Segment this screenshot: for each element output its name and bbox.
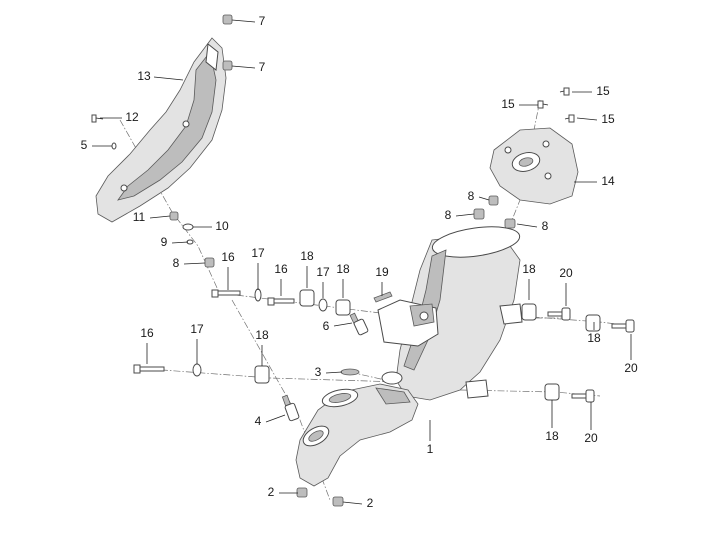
washer-17c	[192, 363, 202, 377]
end-cap-14	[489, 127, 579, 205]
muffler-1	[377, 226, 523, 401]
callout-number-c19: 19	[375, 265, 389, 279]
callout-number-c18c: 18	[255, 328, 269, 342]
leader-line-c11	[149, 215, 171, 219]
clip-8b	[488, 195, 499, 206]
rubber-bush-18e	[585, 314, 601, 332]
rubber-bush-18b	[335, 299, 351, 316]
callout-number-c8b: 8	[468, 189, 475, 203]
washer-17b	[318, 298, 328, 312]
rubber-bush-18c	[254, 365, 270, 384]
spacer-11	[169, 211, 179, 221]
callout-number-c2a: 2	[268, 485, 275, 499]
screw-15b	[559, 87, 570, 96]
callout-number-c15b: 15	[596, 84, 610, 98]
callout-number-c20a: 20	[559, 266, 573, 280]
washer-5	[111, 142, 117, 150]
leader-line-c13	[153, 76, 184, 81]
callout-number-c9: 9	[161, 235, 168, 249]
callout-number-c3: 3	[315, 365, 322, 379]
callout-number-c7a: 7	[259, 14, 266, 28]
clip-nut-7b	[222, 60, 233, 71]
lambda-sensor-6	[349, 312, 369, 336]
leader-line-c9	[171, 241, 189, 244]
callout-number-c17a: 17	[251, 246, 265, 260]
callout-number-c10: 10	[215, 219, 229, 233]
callout-number-c16a: 16	[221, 250, 235, 264]
callout-number-c6: 6	[323, 319, 330, 333]
rubber-bush-18f	[544, 383, 560, 401]
leader-line-c7a	[231, 19, 256, 23]
gasket-3	[340, 368, 360, 376]
callout-number-c11: 11	[133, 210, 146, 224]
nut-2a	[296, 487, 308, 498]
callout-number-c18a: 18	[300, 249, 314, 263]
callout-number-c4: 4	[255, 414, 262, 428]
callout-number-c8d: 8	[542, 219, 549, 233]
rubber-bush-18d	[521, 303, 537, 321]
bracket-19	[373, 291, 393, 303]
callout-number-c8a: 8	[173, 256, 180, 270]
screw-15c	[564, 114, 575, 123]
leader-line-c8b	[478, 196, 490, 201]
callout-number-c15a: 15	[501, 97, 515, 111]
callout-number-c20c: 20	[584, 431, 598, 445]
callout-number-c18b: 18	[336, 262, 350, 276]
callout-number-c20b: 20	[624, 361, 638, 375]
leader-line-c8d	[516, 223, 538, 228]
callout-number-c18d: 18	[522, 262, 536, 276]
callout-number-c16c: 16	[140, 326, 154, 340]
leader-line-c7b	[231, 65, 256, 69]
heat-shield-13	[95, 37, 227, 223]
callout-number-c17b: 17	[316, 265, 330, 279]
axis-diagonal-center	[231, 299, 331, 501]
leader-line-c15c	[576, 117, 598, 121]
callout-number-c8c: 8	[445, 208, 452, 222]
bolt-20b	[611, 319, 635, 333]
rubber-bush-18a	[299, 289, 315, 307]
callout-number-c12: 12	[125, 110, 139, 124]
bolt-16b	[267, 297, 295, 306]
leader-line-c2b	[342, 501, 363, 505]
bolt-16c	[133, 364, 165, 374]
link-pipe-assembly	[295, 371, 419, 487]
screw-15a	[537, 100, 549, 109]
callout-number-c7b: 7	[259, 60, 266, 74]
callout-leaders	[92, 19, 632, 505]
leader-line-c4	[265, 414, 286, 423]
callout-number-c13: 13	[137, 69, 151, 83]
callout-number-c18e: 18	[587, 331, 601, 345]
axis-lower-bolt-line	[135, 367, 401, 383]
callout-number-c18f: 18	[545, 429, 559, 443]
clip-8a	[204, 257, 215, 268]
bolt-20a	[547, 307, 571, 321]
callout-number-c15c: 15	[601, 112, 615, 126]
washer-17a	[254, 288, 262, 302]
callout-number-c2b: 2	[367, 496, 374, 510]
leader-line-c8a	[183, 262, 206, 265]
grommet-10	[182, 223, 194, 231]
bolt-16a	[211, 289, 241, 298]
leader-line-c6	[333, 322, 353, 327]
callout-number-c16b: 16	[274, 262, 288, 276]
nut-2b	[332, 496, 344, 507]
bolt-20c	[571, 389, 595, 403]
clip-nut-7a	[222, 14, 233, 25]
clip-8c	[473, 208, 485, 220]
callout-number-c1: 1	[427, 442, 434, 456]
screw-12	[91, 114, 104, 123]
leader-line-c8c	[455, 213, 475, 217]
lambda-sensor-4	[281, 394, 300, 422]
callout-number-c14: 14	[601, 174, 615, 188]
callout-number-c5: 5	[81, 138, 88, 152]
callout-number-c17c: 17	[190, 322, 204, 336]
clip-8d	[504, 218, 516, 229]
leader-line-c3	[325, 371, 343, 374]
